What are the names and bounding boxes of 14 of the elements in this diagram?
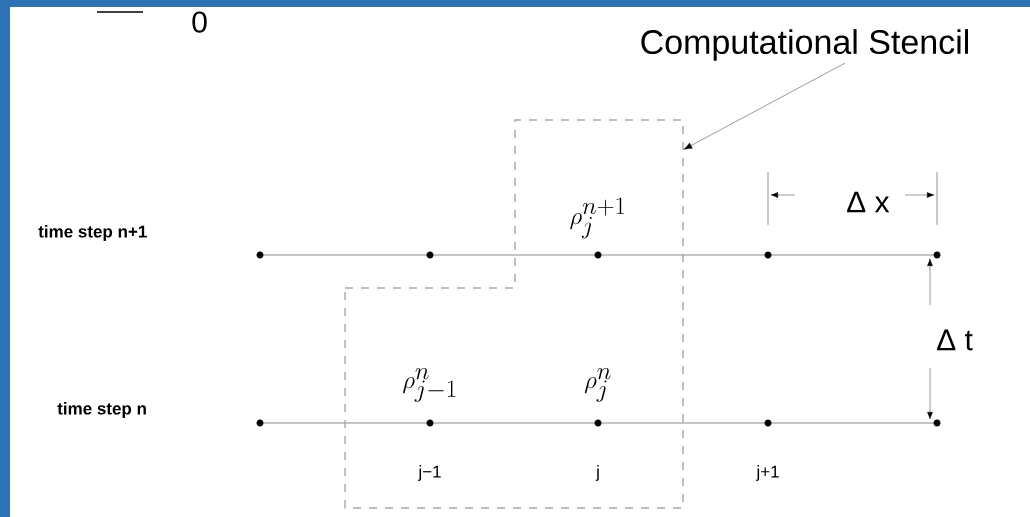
index-label: j+1 (756, 465, 779, 481)
dimension-label: Δ x (847, 191, 890, 213)
index-label: j (595, 465, 599, 481)
row-label: time step n (57, 402, 146, 418)
stencil-outline (344, 119, 684, 509)
value-label: $\rho_j^{n+1}$ (570, 197, 625, 239)
callout-text: Computational Stencil (641, 29, 969, 61)
formula-fragment: 0 (96, 11, 207, 33)
value-label: $\rho_{j-1}^{n}$ (403, 368, 456, 402)
value-label: $\rho_j^{n}$ (584, 368, 611, 402)
dimension-label: Δ t (937, 329, 973, 351)
leader-arrow (683, 62, 846, 150)
index-label: j−1 (418, 465, 441, 481)
row-label: time step n+1 (38, 225, 147, 241)
